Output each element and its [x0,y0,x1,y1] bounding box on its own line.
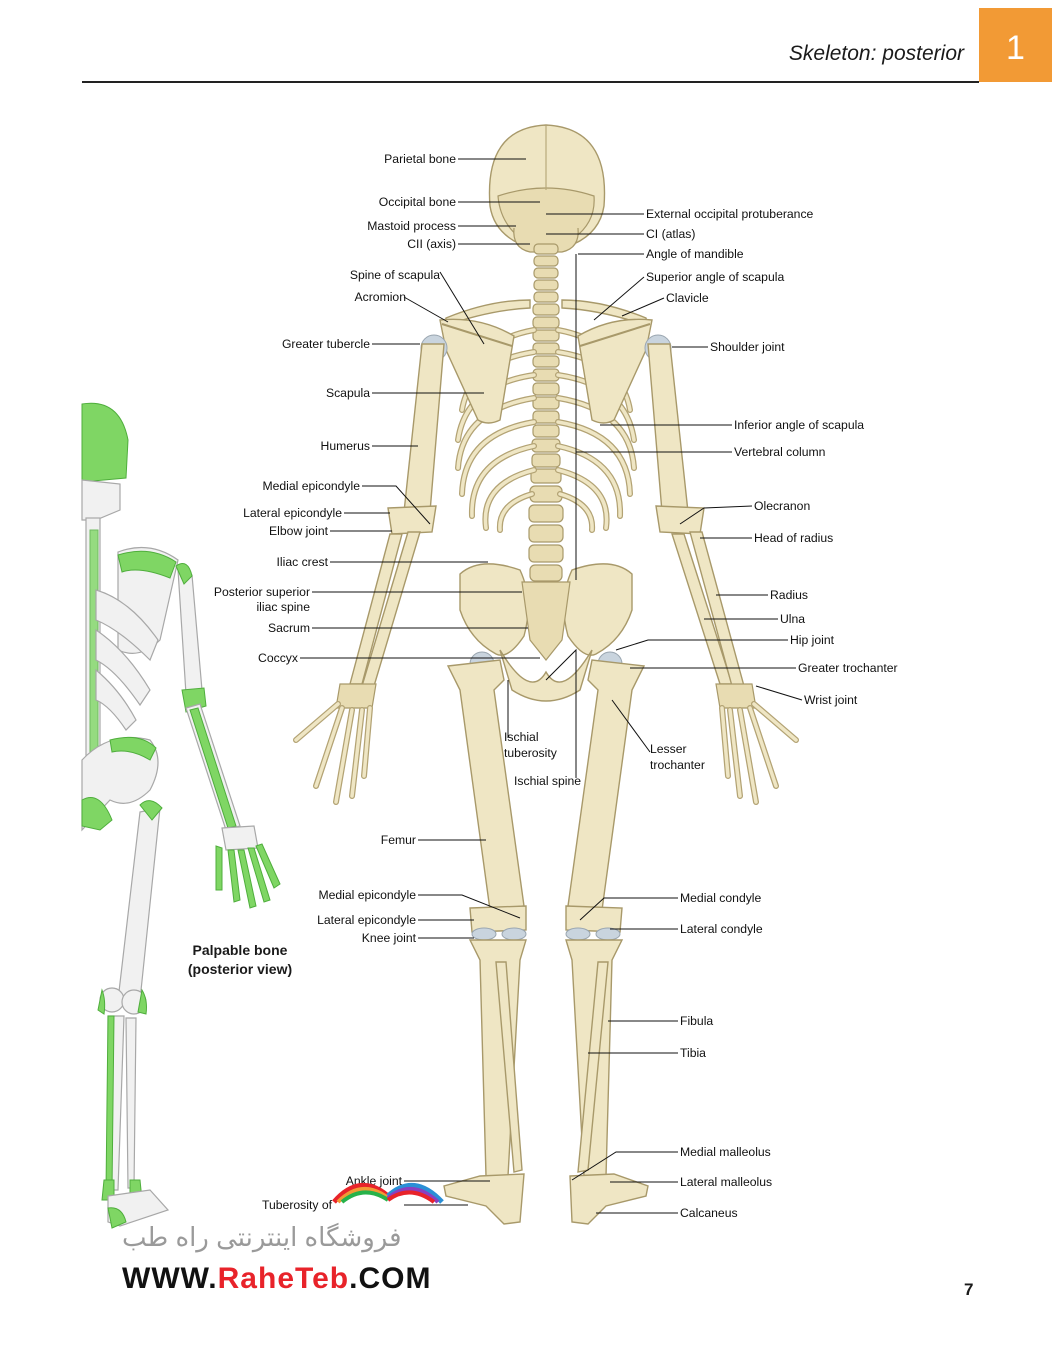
palpable-bone-inset [81,402,281,1229]
label-greater-tubercle: Greater tubercle [282,337,370,351]
label-wrist-joint: Wrist joint [804,693,858,707]
label-knee-joint: Knee joint [362,931,417,945]
label-medial-condyle: Medial condyle [680,891,762,905]
label-ischial-spine: Ischial spine [514,774,581,788]
label-occipital-bone: Occipital bone [379,195,456,209]
label-medial-epicondyle-femur: Medial epicondyle [318,888,416,902]
label-clavicle: Clavicle [666,291,709,305]
label-iliac-spine: iliac spine [256,600,310,614]
label-lesser-line1: Lesser [650,742,687,756]
label-coccyx: Coccyx [258,651,298,665]
label-humerus: Humerus [321,439,370,453]
label-scapula: Scapula [326,386,370,400]
label-parietal-bone: Parietal bone [384,152,456,166]
label-lateral-malleolus: Lateral malleolus [680,1175,772,1189]
header-rule [82,81,979,83]
label-ci-atlas: CI (atlas) [646,227,695,241]
inset-caption-line2: (posterior view) [187,961,293,977]
label-radius: Radius [770,588,808,602]
right-labels: External occipital protuberance CI (atla… [646,207,898,1220]
label-acromion: Acromion [355,290,406,304]
label-head-of-radius: Head of radius [754,531,833,545]
label-external-occipital-protuberance: External occipital protuberance [646,207,814,221]
center-labels: Ischial tuberosity Ischial spine Lesser … [504,730,705,788]
inset-caption-line1: Palpable bone [192,942,288,958]
label-medial-epicondyle-humerus: Medial epicondyle [262,479,360,493]
watermark-url: WWW.RaheTeb.COM [122,1262,431,1296]
label-medial-malleolus: Medial malleolus [680,1145,771,1159]
label-tuberosity-of: Tuberosity of [262,1198,333,1212]
label-cii-axis: CII (axis) [407,237,456,251]
label-sacrum: Sacrum [268,621,310,635]
page-number: 7 [964,1280,974,1299]
watermark-persian: فروشگاه اینترنتی راه طب [122,1222,402,1252]
label-tibia: Tibia [680,1046,706,1060]
watermark-url-prefix: WWW. [122,1262,218,1295]
label-shoulder-joint: Shoulder joint [710,340,785,354]
watermark-url-suffix: .COM [349,1262,432,1295]
label-vertebral-column: Vertebral column [734,445,825,459]
label-posterior-superior: Posterior superior [214,585,310,599]
label-ulna: Ulna [780,612,805,626]
label-fibula: Fibula [680,1014,713,1028]
label-iliac-crest: Iliac crest [277,555,329,569]
label-mastoid-process: Mastoid process [367,219,456,233]
label-ischial-line2: tuberosity [504,746,558,760]
chapter-tab: 1 [979,8,1052,82]
label-calcaneus: Calcaneus [680,1206,738,1220]
label-greater-trochanter: Greater trochanter [798,661,898,675]
label-femur: Femur [381,833,416,847]
label-ischial-line1: Ischial [504,730,539,744]
label-lateral-epicondyle-femur: Lateral epicondyle [317,913,416,927]
book-logo [332,1182,444,1204]
label-elbow-joint: Elbow joint [269,524,329,538]
label-superior-angle-of-scapula: Superior angle of scapula [646,270,784,284]
label-inferior-angle-of-scapula: Inferior angle of scapula [734,418,864,432]
label-lateral-epicondyle-humerus: Lateral epicondyle [243,506,342,520]
left-labels: Parietal bone Occipital bone Mastoid pro… [214,152,456,1212]
vertebrae [528,243,564,582]
page-title: Skeleton: posterior [788,42,964,65]
inset-caption: Palpable bone (posterior view) [180,941,300,979]
watermark-url-brand: RaheTeb [217,1262,350,1295]
label-hip-joint: Hip joint [790,633,835,647]
label-lateral-condyle: Lateral condyle [680,922,763,936]
leader-lines [300,158,803,1214]
label-lesser-line2: trochanter [650,758,705,772]
label-angle-of-mandible: Angle of mandible [646,247,744,261]
label-olecranon: Olecranon [754,499,810,513]
label-spine-of-scapula: Spine of scapula [350,268,440,282]
